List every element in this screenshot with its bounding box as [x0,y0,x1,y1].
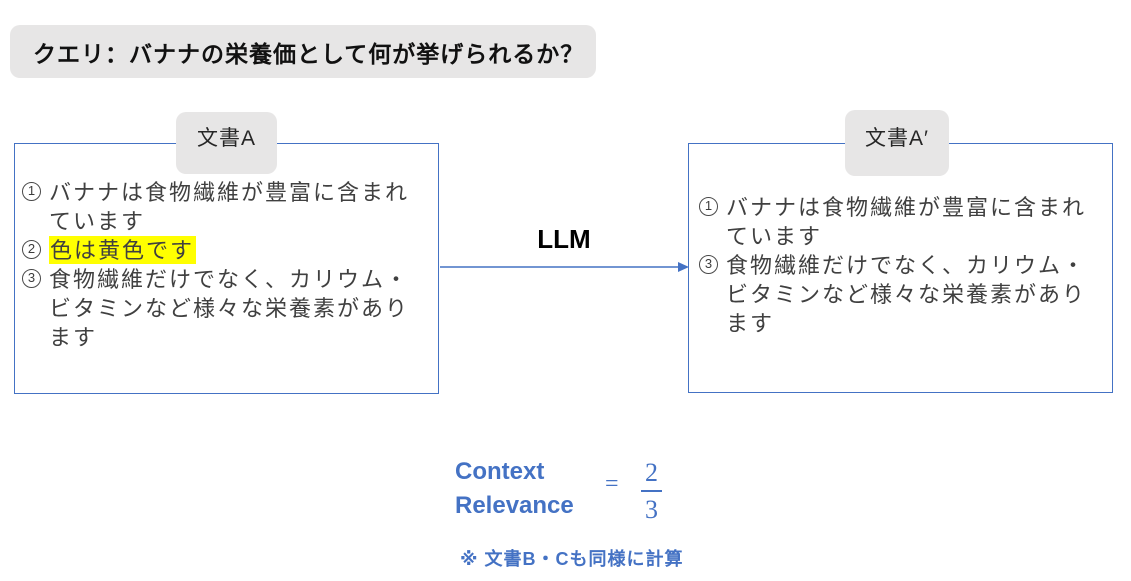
fraction-numerator: 2 [641,457,662,492]
fraction: 2 3 [641,457,662,525]
llm-arrow-icon [440,262,689,272]
doc-list-item: 3 食物繊維だけでなく、カリウム・ビタミンなど様々な栄養素があります [699,251,1106,338]
footnote: ※ 文書B・Cも同様に計算 [460,549,684,569]
fraction-denominator: 3 [645,495,658,524]
item-number-badge: 1 [22,182,41,201]
doc-item-text: 食物繊維だけでなく、カリウム・ビタミンなど様々な栄養素があります [49,267,410,350]
doc-item-text: 色は黄色です [49,236,417,265]
formula-label-line1: Context [455,458,545,485]
formula-label: Context Relevance [455,455,574,523]
doc-a-prime-box: 1 バナナは食物繊維が豊富に含まれています 3 食物繊維だけでなく、カリウム・ビタミン… [688,143,1113,393]
doc-item-text: バナナは食物繊維が豊富に含まれています [726,195,1087,249]
doc-a-prime-tab: 文書A′ [845,110,949,176]
doc-a-box: 1 バナナは食物繊維が豊富に含まれています 2 色は黄色です 3 食物繊維だけでなく、カリ… [14,143,439,394]
query-box: クエリ：バナナの栄養価として何が挙げられるか？ [10,25,596,78]
item-number-badge: 1 [699,197,718,216]
formula-label-line2: Relevance [455,492,574,519]
doc-item-text: 食物繊維だけでなく、カリウム・ビタミンなど様々な栄養素があります [726,253,1087,336]
doc-list-item: 1 バナナは食物繊維が豊富に含まれています [699,193,1106,251]
doc-list-item: 1 バナナは食物繊維が豊富に含まれています [22,178,432,236]
doc-a-body: 1 バナナは食物繊維が豊富に含まれています 2 色は黄色です 3 食物繊維だけでなく、カリ… [15,144,438,352]
llm-label: LLM [537,224,591,254]
doc-a-prime-body: 1 バナナは食物繊維が豊富に含まれています 3 食物繊維だけでなく、カリウム・ビタミン… [689,144,1112,338]
doc-list-item: 2 色は黄色です [22,236,432,265]
item-number-badge: 3 [699,255,718,274]
equals-sign: = [605,471,619,497]
doc-a-title: 文書A [196,127,256,150]
highlighted-text: 色は黄色です [49,236,197,264]
item-number-badge: 2 [22,240,41,259]
doc-a-tab: 文書A [176,112,277,174]
doc-list-item: 3 食物繊維だけでなく、カリウム・ビタミンなど様々な栄養素があります [22,265,432,352]
doc-item-text: バナナは食物繊維が豊富に含まれています [49,180,410,234]
query-text: クエリ：バナナの栄養価として何が挙げられるか？ [33,40,585,67]
doc-a-prime-title: 文書A′ [865,127,929,150]
item-number-badge: 3 [22,269,41,288]
